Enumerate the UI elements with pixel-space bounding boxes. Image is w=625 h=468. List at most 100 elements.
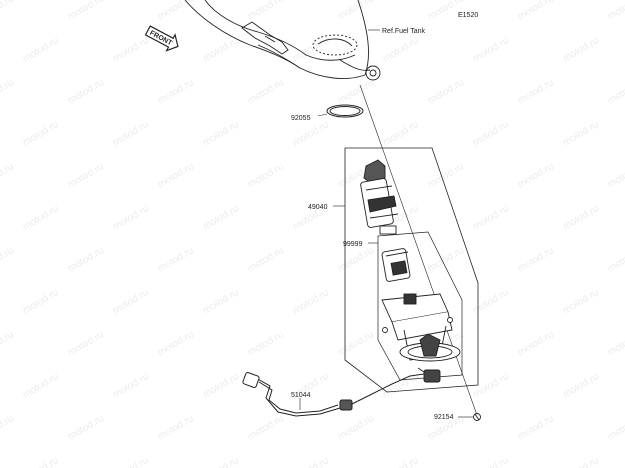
- watermark-text: motod.ru: [111, 119, 151, 148]
- watermark-text: motod.ru: [66, 77, 106, 106]
- fuel-tank: [184, 0, 381, 81]
- front-arrow-icon: FRONT: [144, 25, 179, 52]
- watermark-text: motod.ru: [561, 203, 601, 232]
- watermark-text: motod.ru: [516, 77, 556, 106]
- watermark-text: motod.ru: [606, 245, 625, 274]
- watermark-text: motod.ru: [111, 371, 151, 400]
- watermark-text: motod.ru: [471, 119, 511, 148]
- watermark-text: motod.ru: [336, 245, 376, 274]
- watermark-text: motod.ru: [201, 287, 241, 316]
- watermark-text: motod.ru: [561, 119, 601, 148]
- watermark-text: motod.ru: [336, 329, 376, 358]
- watermark-text: motod.ru: [606, 329, 625, 358]
- fuel-pump-body: [360, 159, 399, 235]
- watermark-text: motod.ru: [21, 203, 61, 232]
- watermark-text: motod.ru: [336, 77, 376, 106]
- watermark-text: motod.ru: [66, 413, 106, 442]
- watermark-text: motod.ru: [21, 371, 61, 400]
- part-number-51044: 51044: [291, 392, 311, 399]
- watermark-text: motod.ru: [606, 77, 625, 106]
- part-number-92055: 92055: [291, 115, 311, 122]
- watermark-text: motod.ru: [156, 245, 196, 274]
- watermark-text: motod.ru: [201, 35, 241, 64]
- watermark-text: motod.ru: [426, 161, 466, 190]
- watermark-text: motod.ru: [156, 0, 196, 23]
- watermark-text: motod.ru: [516, 329, 556, 358]
- wiring-harness-51044: [242, 372, 425, 417]
- watermark-text: motod.ru: [471, 203, 511, 232]
- watermark-text: motod.ru: [381, 35, 421, 64]
- pump-connector: [417, 367, 441, 383]
- watermark-text: motod.ru: [156, 329, 196, 358]
- watermark-text: motod.ru: [156, 77, 196, 106]
- watermark-text: motod.ru: [561, 455, 601, 468]
- watermark-text: motod.ru: [516, 413, 556, 442]
- fuel-pump-motor: [381, 248, 411, 282]
- diagram-code: E1520: [458, 12, 478, 19]
- watermark-text: motod.ru: [516, 161, 556, 190]
- watermark-text: motod.ru: [291, 119, 331, 148]
- watermark-text: motod.ru: [291, 287, 331, 316]
- screw-92154: [473, 413, 481, 421]
- pump-base-bracket: [381, 293, 453, 361]
- watermark-text: motod.ru: [516, 245, 556, 274]
- watermark-text: motod.ru: [21, 455, 61, 468]
- watermark-text: motod.ru: [0, 0, 16, 23]
- watermark-text: motod.ru: [561, 35, 601, 64]
- watermark-text: motod.ru: [201, 203, 241, 232]
- part-number-92154: 92154: [434, 414, 454, 421]
- watermark-text: motod.ru: [426, 77, 466, 106]
- watermark-text: motod.ru: [426, 245, 466, 274]
- watermark-text: motod.ru: [606, 161, 625, 190]
- watermark-text: motod.ru: [0, 161, 16, 190]
- watermark-text: motod.ru: [201, 371, 241, 400]
- watermark-text: motod.ru: [561, 287, 601, 316]
- watermark-text: motod.ru: [66, 0, 106, 23]
- watermark-text: motod.ru: [66, 245, 106, 274]
- watermark-text: motod.ru: [471, 35, 511, 64]
- watermark-text: motod.ru: [111, 287, 151, 316]
- watermark-text: motod.ru: [246, 413, 286, 442]
- watermark-text: motod.ru: [246, 161, 286, 190]
- watermark-text: motod.ru: [111, 455, 151, 468]
- watermark-text: motod.ru: [21, 35, 61, 64]
- watermark-text: motod.ru: [201, 455, 241, 468]
- watermark-text: motod.ru: [21, 119, 61, 148]
- watermark-text: motod.ru: [21, 287, 61, 316]
- watermark-text: motod.ru: [516, 0, 556, 23]
- watermark-text: motod.ru: [111, 203, 151, 232]
- watermark-text: motod.ru: [471, 455, 511, 468]
- watermark-text: motod.ru: [0, 77, 16, 106]
- pump-flange: [399, 333, 461, 362]
- watermark-text: motod.ru: [246, 77, 286, 106]
- watermark-text: motod.ru: [606, 0, 625, 23]
- watermark-text: motod.ru: [156, 161, 196, 190]
- watermark-text: motod.ru: [201, 119, 241, 148]
- leader-92055: [317, 113, 328, 117]
- watermark-text: motod.ru: [66, 161, 106, 190]
- watermark-text: motod.ru: [606, 413, 625, 442]
- watermark-text: motod.ru: [111, 35, 151, 64]
- watermark-text: motod.ru: [471, 287, 511, 316]
- assembly-axis: [359, 84, 479, 419]
- watermark-text: motod.ru: [0, 329, 16, 358]
- watermark-text: motod.ru: [336, 0, 376, 23]
- watermark-text: motod.ru: [291, 455, 331, 468]
- watermark-text: motod.ru: [246, 245, 286, 274]
- watermark-text: motod.ru: [246, 0, 286, 23]
- part-number-49040: 49040: [308, 204, 328, 211]
- assembly-frame-49040: [344, 147, 479, 393]
- ref-label: Ref.Fuel Tank: [382, 28, 426, 35]
- watermark-text: motod.ru: [0, 413, 16, 442]
- assembly-frame-99999: [377, 231, 463, 381]
- watermark-text: motod.ru: [156, 413, 196, 442]
- watermark-text: motod.ru: [381, 119, 421, 148]
- part-number-99999: 99999: [343, 241, 363, 248]
- watermark-text: motod.ru: [246, 329, 286, 358]
- watermark-text: motod.ru: [66, 329, 106, 358]
- watermark-text: motod.ru: [381, 455, 421, 468]
- watermark-text: motod.ru: [0, 245, 16, 274]
- o-ring-92055: [326, 104, 364, 118]
